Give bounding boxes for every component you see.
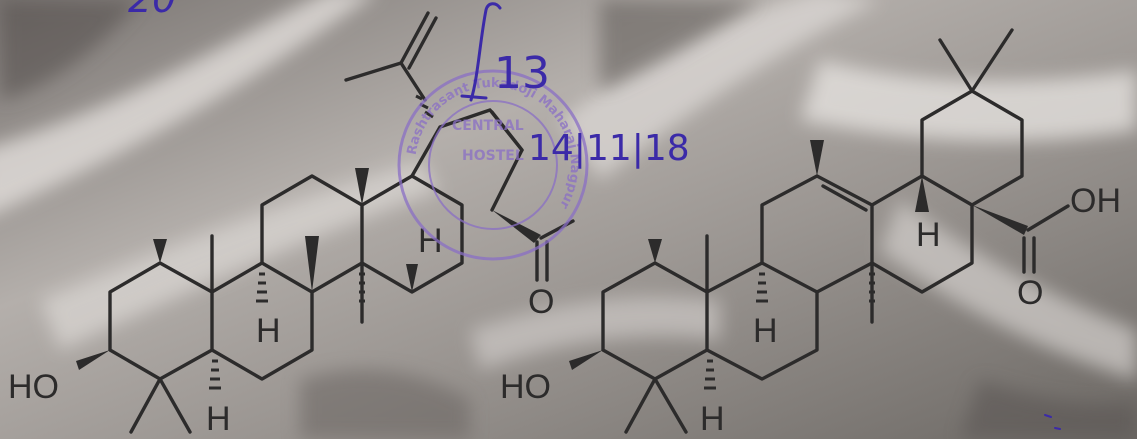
integral-sign-mark <box>469 2 502 102</box>
paper-highlights <box>0 0 1137 380</box>
pen-dots <box>1044 414 1061 430</box>
right-carbonyl-oxygen-label: O <box>1017 274 1043 312</box>
scribble-top-left: 20 <box>128 0 176 21</box>
stamp-center-line1: CENTRAL <box>452 118 524 134</box>
right-h-middle-label: H <box>753 312 778 350</box>
pen-annotations: 20 13 14|11|18 <box>128 0 1061 430</box>
right-hydroxyl-label: HO <box>500 368 551 406</box>
right-molecule-labels: HO H H H OH O <box>500 182 1121 438</box>
stamp-center-line2: HOSTEL <box>462 148 524 164</box>
left-h-lower-label: H <box>206 400 231 438</box>
right-molecule-stereo <box>569 140 1028 390</box>
left-h-middle-label: H <box>256 312 281 350</box>
left-hydroxyl-label: HO <box>8 368 59 406</box>
left-ketone-oxygen-label: O <box>528 283 554 321</box>
stamp-outer-ring <box>397 69 589 261</box>
left-molecule-stereo <box>76 94 541 390</box>
left-molecule-labels: HO H H H O <box>8 222 554 438</box>
right-h-upper-label: H <box>916 216 941 254</box>
compound-number: 13 <box>494 48 550 99</box>
left-molecule-bonds <box>108 11 575 434</box>
right-h-lower-label: H <box>700 400 725 438</box>
right-molecule-bonds <box>601 28 1070 434</box>
integral-underline-mark <box>460 94 488 100</box>
stamp-inner-ring <box>428 100 558 230</box>
handwritten-date: 14|11|18 <box>528 128 690 169</box>
right-acid-hydroxyl-label: OH <box>1070 182 1121 220</box>
